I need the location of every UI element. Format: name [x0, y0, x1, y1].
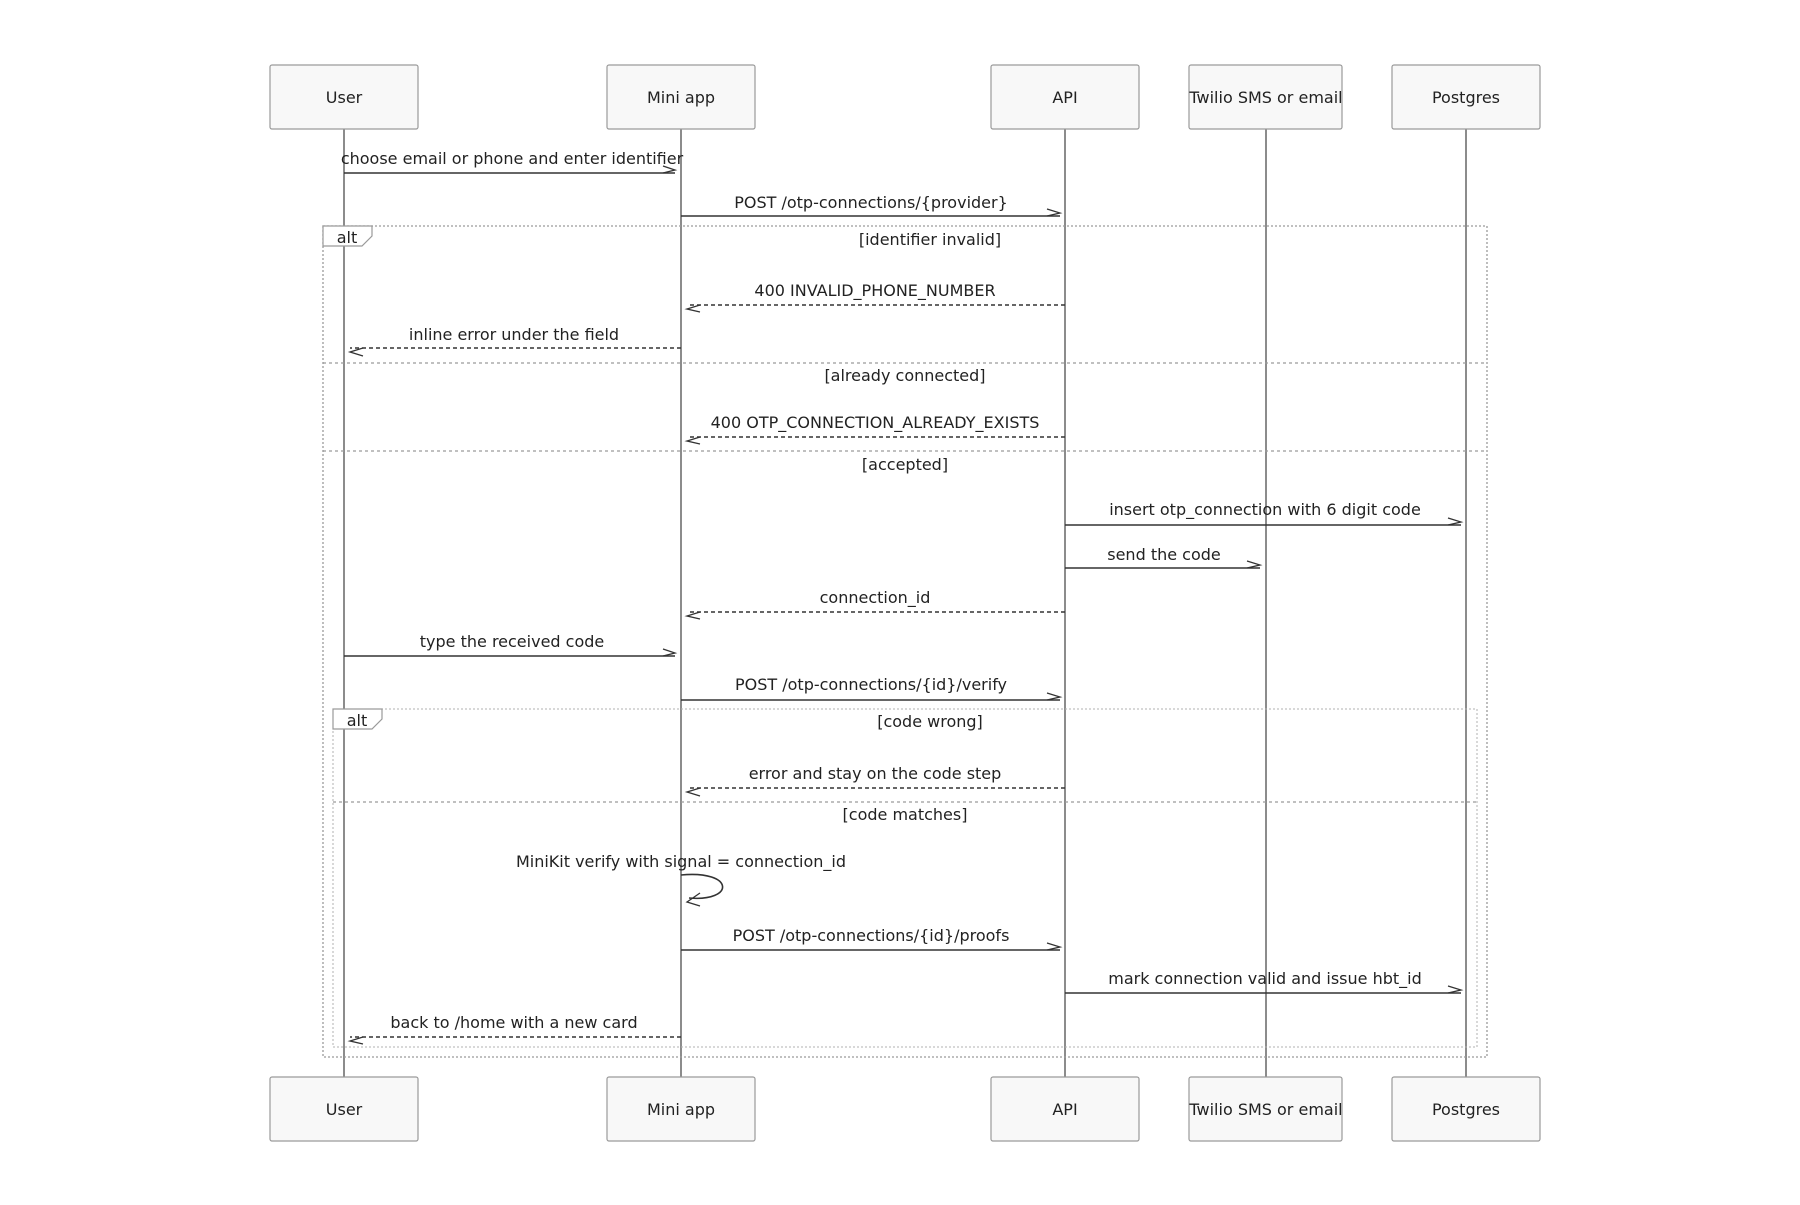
message-code-error: error and stay on the code step: [684, 764, 1065, 797]
message-post-proofs: POST /otp-connections/{id}/proofs: [681, 926, 1063, 951]
actor-label: User: [326, 1100, 363, 1119]
actor-mini-app-bottom: Mini app: [606, 1076, 756, 1142]
alt-fragment-outer: alt [identifier invalid] [already connec…: [322, 225, 1488, 1058]
message-label: inline error under the field: [409, 325, 619, 344]
message-label: POST /otp-connections/{id}/proofs: [733, 926, 1010, 945]
message-back-home: back to /home with a new card: [347, 1013, 681, 1045]
actor-label: API: [1052, 1100, 1077, 1119]
actor-twilio-top: Twilio SMS or email: [1188, 64, 1343, 130]
actor-label: User: [326, 88, 363, 107]
fragment-guard: [already connected]: [824, 366, 985, 385]
actor-label: Postgres: [1432, 1100, 1500, 1119]
message-label: type the received code: [420, 632, 604, 651]
actor-twilio-bottom: Twilio SMS or email: [1188, 1076, 1343, 1142]
actor-postgres-top: Postgres: [1391, 64, 1541, 130]
fragment-keyword: alt: [337, 228, 358, 247]
message-label: POST /otp-connections/{id}/verify: [735, 675, 1007, 694]
actor-user-top: User: [269, 64, 419, 130]
message-choose-identifier: choose email or phone and enter identifi…: [341, 149, 684, 174]
message-label: insert otp_connection with 6 digit code: [1109, 500, 1421, 520]
message-label: connection_id: [820, 588, 931, 608]
message-invalid-phone: 400 INVALID_PHONE_NUMBER: [684, 281, 1065, 313]
message-already-exists: 400 OTP_CONNECTION_ALREADY_EXISTS: [684, 413, 1065, 445]
fragment-keyword: alt: [347, 711, 368, 730]
message-post-provider: POST /otp-connections/{provider}: [681, 193, 1063, 217]
actor-api-top: API: [990, 64, 1140, 130]
actor-user-bottom: User: [269, 1076, 419, 1142]
message-insert-otp: insert otp_connection with 6 digit code: [1065, 500, 1464, 526]
message-label: choose email or phone and enter identifi…: [341, 149, 684, 168]
message-mark-valid: mark connection valid and issue hbt_id: [1065, 969, 1464, 994]
message-label: 400 OTP_CONNECTION_ALREADY_EXISTS: [711, 413, 1040, 433]
message-type-code: type the received code: [344, 632, 678, 657]
alt-fragment-inner: alt [code wrong] [code matches]: [332, 708, 1478, 1048]
message-send-code: send the code: [1065, 545, 1263, 569]
message-connection-id: connection_id: [684, 588, 1065, 620]
message-label: back to /home with a new card: [390, 1013, 637, 1032]
message-label: MiniKit verify with signal = connection_…: [516, 852, 846, 872]
actor-label: Mini app: [647, 1100, 715, 1119]
actor-label: API: [1052, 88, 1077, 107]
actor-label: Postgres: [1432, 88, 1500, 107]
fragment-guard: [identifier invalid]: [859, 230, 1001, 249]
message-label: mark connection valid and issue hbt_id: [1108, 969, 1422, 989]
message-post-verify: POST /otp-connections/{id}/verify: [681, 675, 1063, 701]
fragment-tab: [322, 225, 373, 247]
actor-mini-app-top: Mini app: [606, 64, 756, 130]
message-label: error and stay on the code step: [749, 764, 1002, 783]
fragment-guard: [code matches]: [843, 805, 968, 824]
actor-label: Twilio SMS or email: [1188, 1100, 1342, 1119]
message-minikit-verify: MiniKit verify with signal = connection_…: [516, 852, 846, 907]
actor-api-bottom: API: [990, 1076, 1140, 1142]
fragment-guard: [accepted]: [862, 455, 948, 474]
actor-postgres-bottom: Postgres: [1391, 1076, 1541, 1142]
actor-label: Mini app: [647, 88, 715, 107]
actor-label: Twilio SMS or email: [1188, 88, 1342, 107]
message-inline-error: inline error under the field: [347, 325, 681, 357]
message-label: POST /otp-connections/{provider}: [734, 193, 1008, 212]
message-label: send the code: [1107, 545, 1221, 564]
fragment-tab: [332, 708, 383, 730]
message-label: 400 INVALID_PHONE_NUMBER: [754, 281, 995, 301]
fragment-guard: [code wrong]: [877, 712, 983, 731]
